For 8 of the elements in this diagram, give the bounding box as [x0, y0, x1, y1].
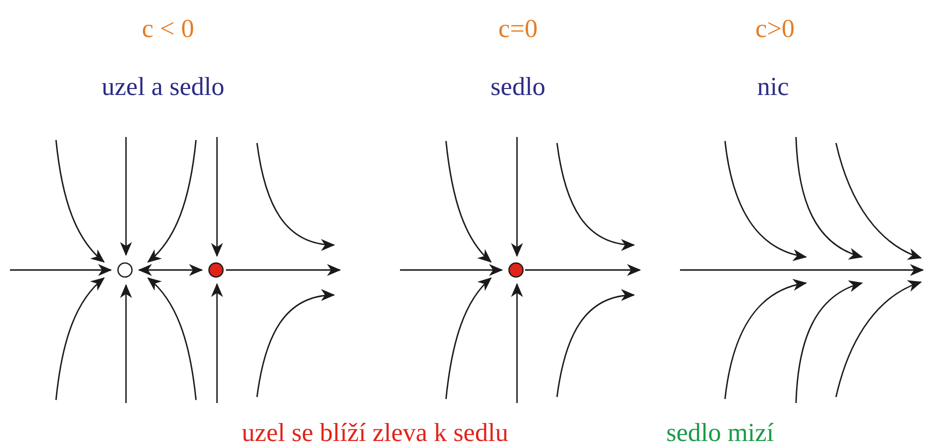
caption-text: sedlo mizí: [666, 418, 774, 448]
caption-text: uzel se blíží zleva k sedlu: [242, 418, 508, 448]
portrait-title: uzel a sedlo: [102, 72, 224, 102]
parameter-label: c < 0: [142, 14, 194, 44]
parameter-label: c>0: [755, 14, 795, 44]
portrait-title: nic: [757, 72, 789, 102]
portrait-title: sedlo: [490, 72, 546, 102]
parameter-label: c=0: [498, 14, 538, 44]
